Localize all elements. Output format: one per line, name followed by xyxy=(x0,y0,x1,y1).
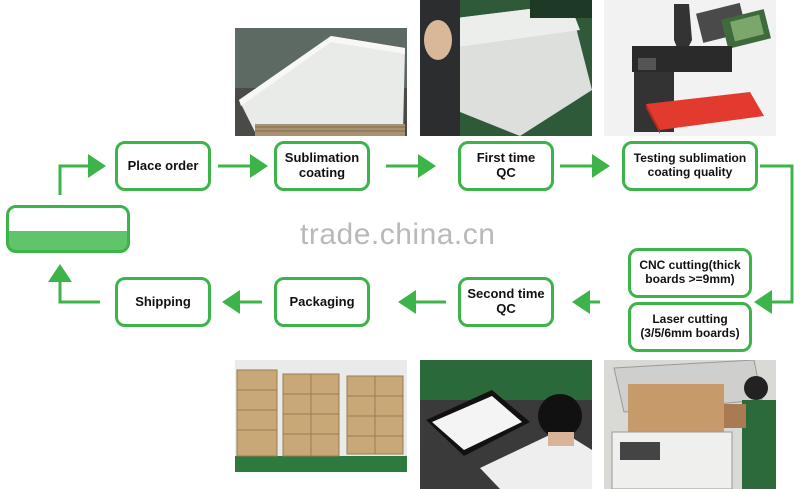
arrow-start-to-order xyxy=(58,154,106,195)
arrow-shipping-to-start xyxy=(48,264,100,304)
step-packaging: Packaging xyxy=(274,277,370,327)
step-laser-cutting: Laser cutting (3/5/6mm boards) xyxy=(628,302,752,352)
step-first-time-qc: First time QC xyxy=(458,141,554,191)
step-second-time-qc-label: Second time QC xyxy=(467,286,545,316)
photo-stacked-boards xyxy=(235,28,407,136)
start-node xyxy=(6,205,130,253)
photo-laser-cutter xyxy=(604,360,776,489)
step-testing-quality: Testing sublimation coating quality xyxy=(622,141,758,191)
photo-second-qc xyxy=(420,360,592,489)
step-testing-quality-label: Testing sublimation coating quality xyxy=(633,151,747,179)
arrow-testing-to-cutting xyxy=(754,164,794,314)
step-place-order-label: Place order xyxy=(127,157,199,173)
step-place-order: Place order xyxy=(115,141,211,191)
step-cnc-cutting-label: CNC cutting(thick boards >=9mm) xyxy=(639,258,741,286)
photo-qc-inspection xyxy=(420,0,592,136)
step-cnc-cutting: CNC cutting(thick boards >=9mm) xyxy=(628,248,752,298)
step-packaging-label: Packaging xyxy=(289,293,355,309)
step-sublimation-coating: Sublimation coating xyxy=(274,141,370,191)
step-laser-cutting-label: Laser cutting (3/5/6mm boards) xyxy=(640,312,740,340)
step-shipping-label: Shipping xyxy=(135,293,191,309)
watermark: trade.china.cn xyxy=(300,218,496,251)
step-shipping: Shipping xyxy=(115,277,211,327)
photo-heat-press xyxy=(604,0,776,136)
step-first-time-qc-label: First time QC xyxy=(476,150,536,180)
photo-boxes xyxy=(235,360,407,472)
step-second-time-qc: Second time QC xyxy=(458,277,554,327)
step-sublimation-coating-label: Sublimation coating xyxy=(284,150,360,180)
